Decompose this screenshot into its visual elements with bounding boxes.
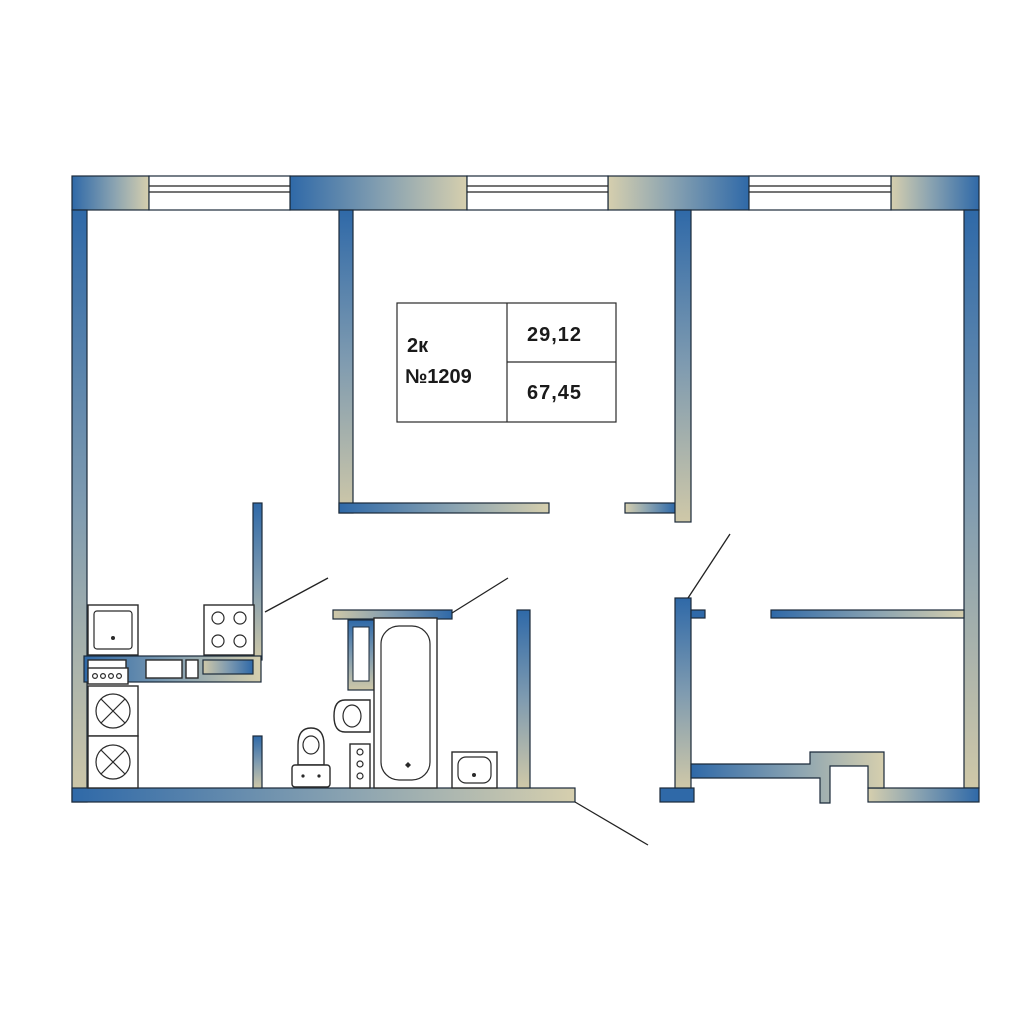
door-entrance	[574, 801, 649, 846]
living-area: 29,12	[527, 324, 582, 346]
right-room-bottom-wall	[770, 609, 965, 619]
kitchen-sink	[87, 604, 139, 656]
bottom-wall-right-a	[659, 787, 695, 803]
partition-wall	[674, 209, 692, 523]
washing-machine	[87, 685, 139, 737]
windows	[148, 175, 892, 211]
bathroom-right-wall	[516, 609, 531, 789]
kitchen-hob-controls	[87, 667, 129, 685]
middle-room-bottom-wall	[338, 502, 550, 514]
storage-wall	[690, 751, 885, 804]
door-right-room	[687, 533, 731, 599]
door-bathroom	[451, 577, 509, 614]
radiator	[349, 743, 371, 789]
washbasin	[451, 751, 498, 789]
window-1	[148, 175, 291, 211]
apartment-number: №1209	[405, 366, 472, 388]
rooms-label: 2к	[407, 335, 429, 357]
bottom-wall-left	[71, 787, 576, 803]
bathtub	[373, 617, 438, 789]
bathroom-cabinet-inner	[352, 626, 370, 682]
dishwasher	[87, 735, 139, 789]
kitchen-stove	[203, 604, 255, 656]
door-kitchen	[264, 577, 329, 613]
bottom-wall-right-b	[867, 787, 980, 803]
right-lower-stub	[690, 609, 706, 619]
bathroom-sink-small	[333, 699, 371, 733]
window-3	[748, 175, 892, 211]
total-area: 67,45	[527, 382, 582, 404]
left-wall	[71, 209, 88, 803]
middle-room-left-wall	[338, 209, 354, 514]
right-wall	[963, 209, 980, 789]
apartment-info-box: 2к №1209 29,12 67,45	[396, 302, 617, 423]
window-2	[466, 175, 609, 211]
top-wall	[71, 175, 980, 211]
toilet	[291, 727, 331, 788]
middle-room-right-stub	[624, 502, 676, 514]
kitchen-divider-stub	[252, 735, 263, 789]
right-lower-partition	[674, 597, 692, 789]
